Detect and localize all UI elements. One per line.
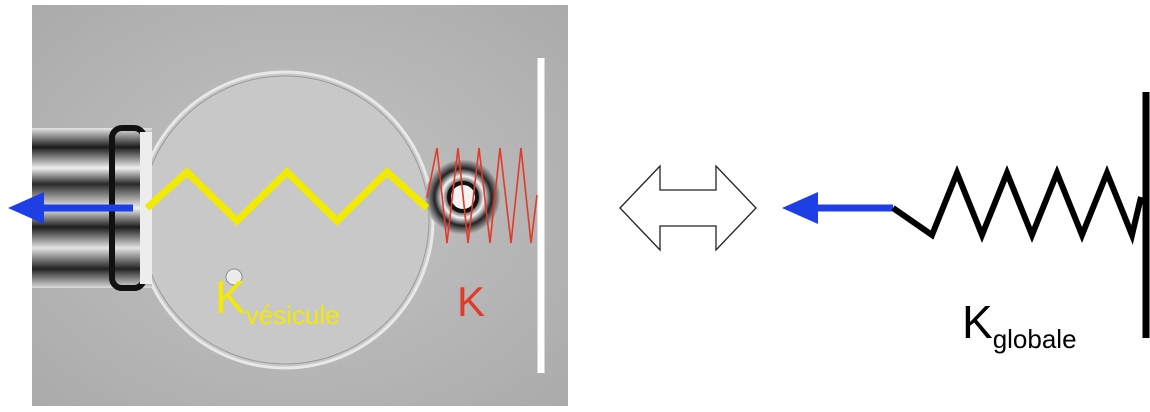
global-spring [891, 164, 1144, 245]
micrograph-panel: Kvésicule K [8, 5, 568, 406]
bead-spring [426, 147, 538, 244]
vesicle-spring [144, 167, 430, 226]
global-spring-label: Kglobale [962, 296, 1077, 354]
equivalent-model-panel: Kglobale [782, 92, 1150, 354]
force-arrow-left [8, 192, 133, 224]
double-headed-arrow-icon [619, 164, 757, 252]
vesicle-spring-label: Kvésicule [215, 271, 340, 330]
vesicle-particle [225, 268, 243, 286]
bead-spring-label: K [457, 278, 485, 325]
force-arrow-right-panel [782, 192, 893, 224]
